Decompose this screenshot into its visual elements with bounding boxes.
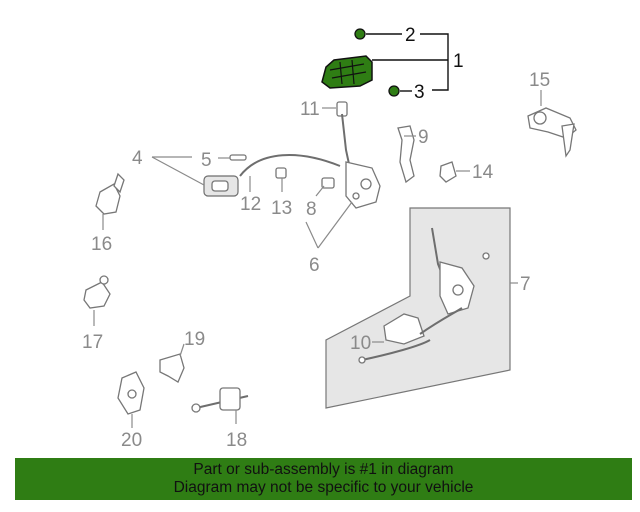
rod-part-5[interactable] [229, 154, 247, 161]
banner-line-part-number: Part or sub-assembly is #1 in diagram [193, 461, 454, 478]
hinge-part-20[interactable] [117, 371, 145, 415]
callout-2: 2 [405, 25, 416, 46]
door-check-part-18[interactable] [191, 387, 249, 413]
callout-1: 1 [453, 51, 464, 72]
clip-part-11[interactable] [336, 101, 348, 117]
callout-5: 5 [201, 150, 212, 171]
striker-part-16[interactable] [95, 172, 125, 215]
door-lock-part-6[interactable] [341, 113, 381, 209]
striker-part-17[interactable] [83, 275, 111, 309]
callout-19: 19 [184, 329, 205, 350]
callout-10: 10 [350, 333, 371, 354]
callout-4: 4 [132, 148, 143, 169]
leader-line-6b [305, 221, 319, 249]
lock-assembly-box-7[interactable] [325, 207, 511, 409]
callout-3: 3 [414, 82, 425, 103]
callout-20: 20 [121, 430, 142, 451]
callout-18: 18 [226, 430, 247, 451]
clip-part-8[interactable] [321, 177, 335, 189]
protector-part-9[interactable] [397, 125, 415, 184]
callout-7: 7 [520, 274, 531, 295]
info-banner: Part or sub-assembly is #1 in diagram Di… [15, 458, 632, 500]
inside-handle-part-4[interactable] [203, 175, 239, 197]
callout-14: 14 [472, 162, 494, 183]
callout-13: 13 [271, 198, 292, 219]
leader-line-19 [179, 343, 185, 357]
key-cylinder-part-15[interactable] [527, 107, 577, 158]
cable-part-12[interactable] [239, 154, 341, 177]
leader-line-6a [317, 201, 353, 249]
clip-part-13[interactable] [275, 167, 287, 179]
callout-12: 12 [240, 194, 261, 215]
callout-9: 9 [418, 127, 429, 148]
callout-8: 8 [306, 199, 317, 220]
leader-line-4b [151, 156, 205, 186]
screw-part-3[interactable] [388, 85, 400, 97]
callout-6: 6 [309, 255, 320, 276]
callout-11: 11 [300, 99, 320, 120]
callout-15: 15 [529, 70, 550, 91]
screw-part-2[interactable] [354, 28, 366, 40]
banner-line-disclaimer: Diagram may not be specific to your vehi… [173, 479, 474, 496]
bracket-line-1 [420, 33, 449, 91]
bracket-part-19[interactable] [159, 353, 185, 383]
bracket-part-14[interactable] [439, 161, 457, 183]
callout-17: 17 [82, 332, 103, 353]
callout-16: 16 [91, 234, 112, 255]
leader-line-8 [315, 185, 325, 197]
outside-handle-part-1[interactable] [321, 55, 373, 89]
